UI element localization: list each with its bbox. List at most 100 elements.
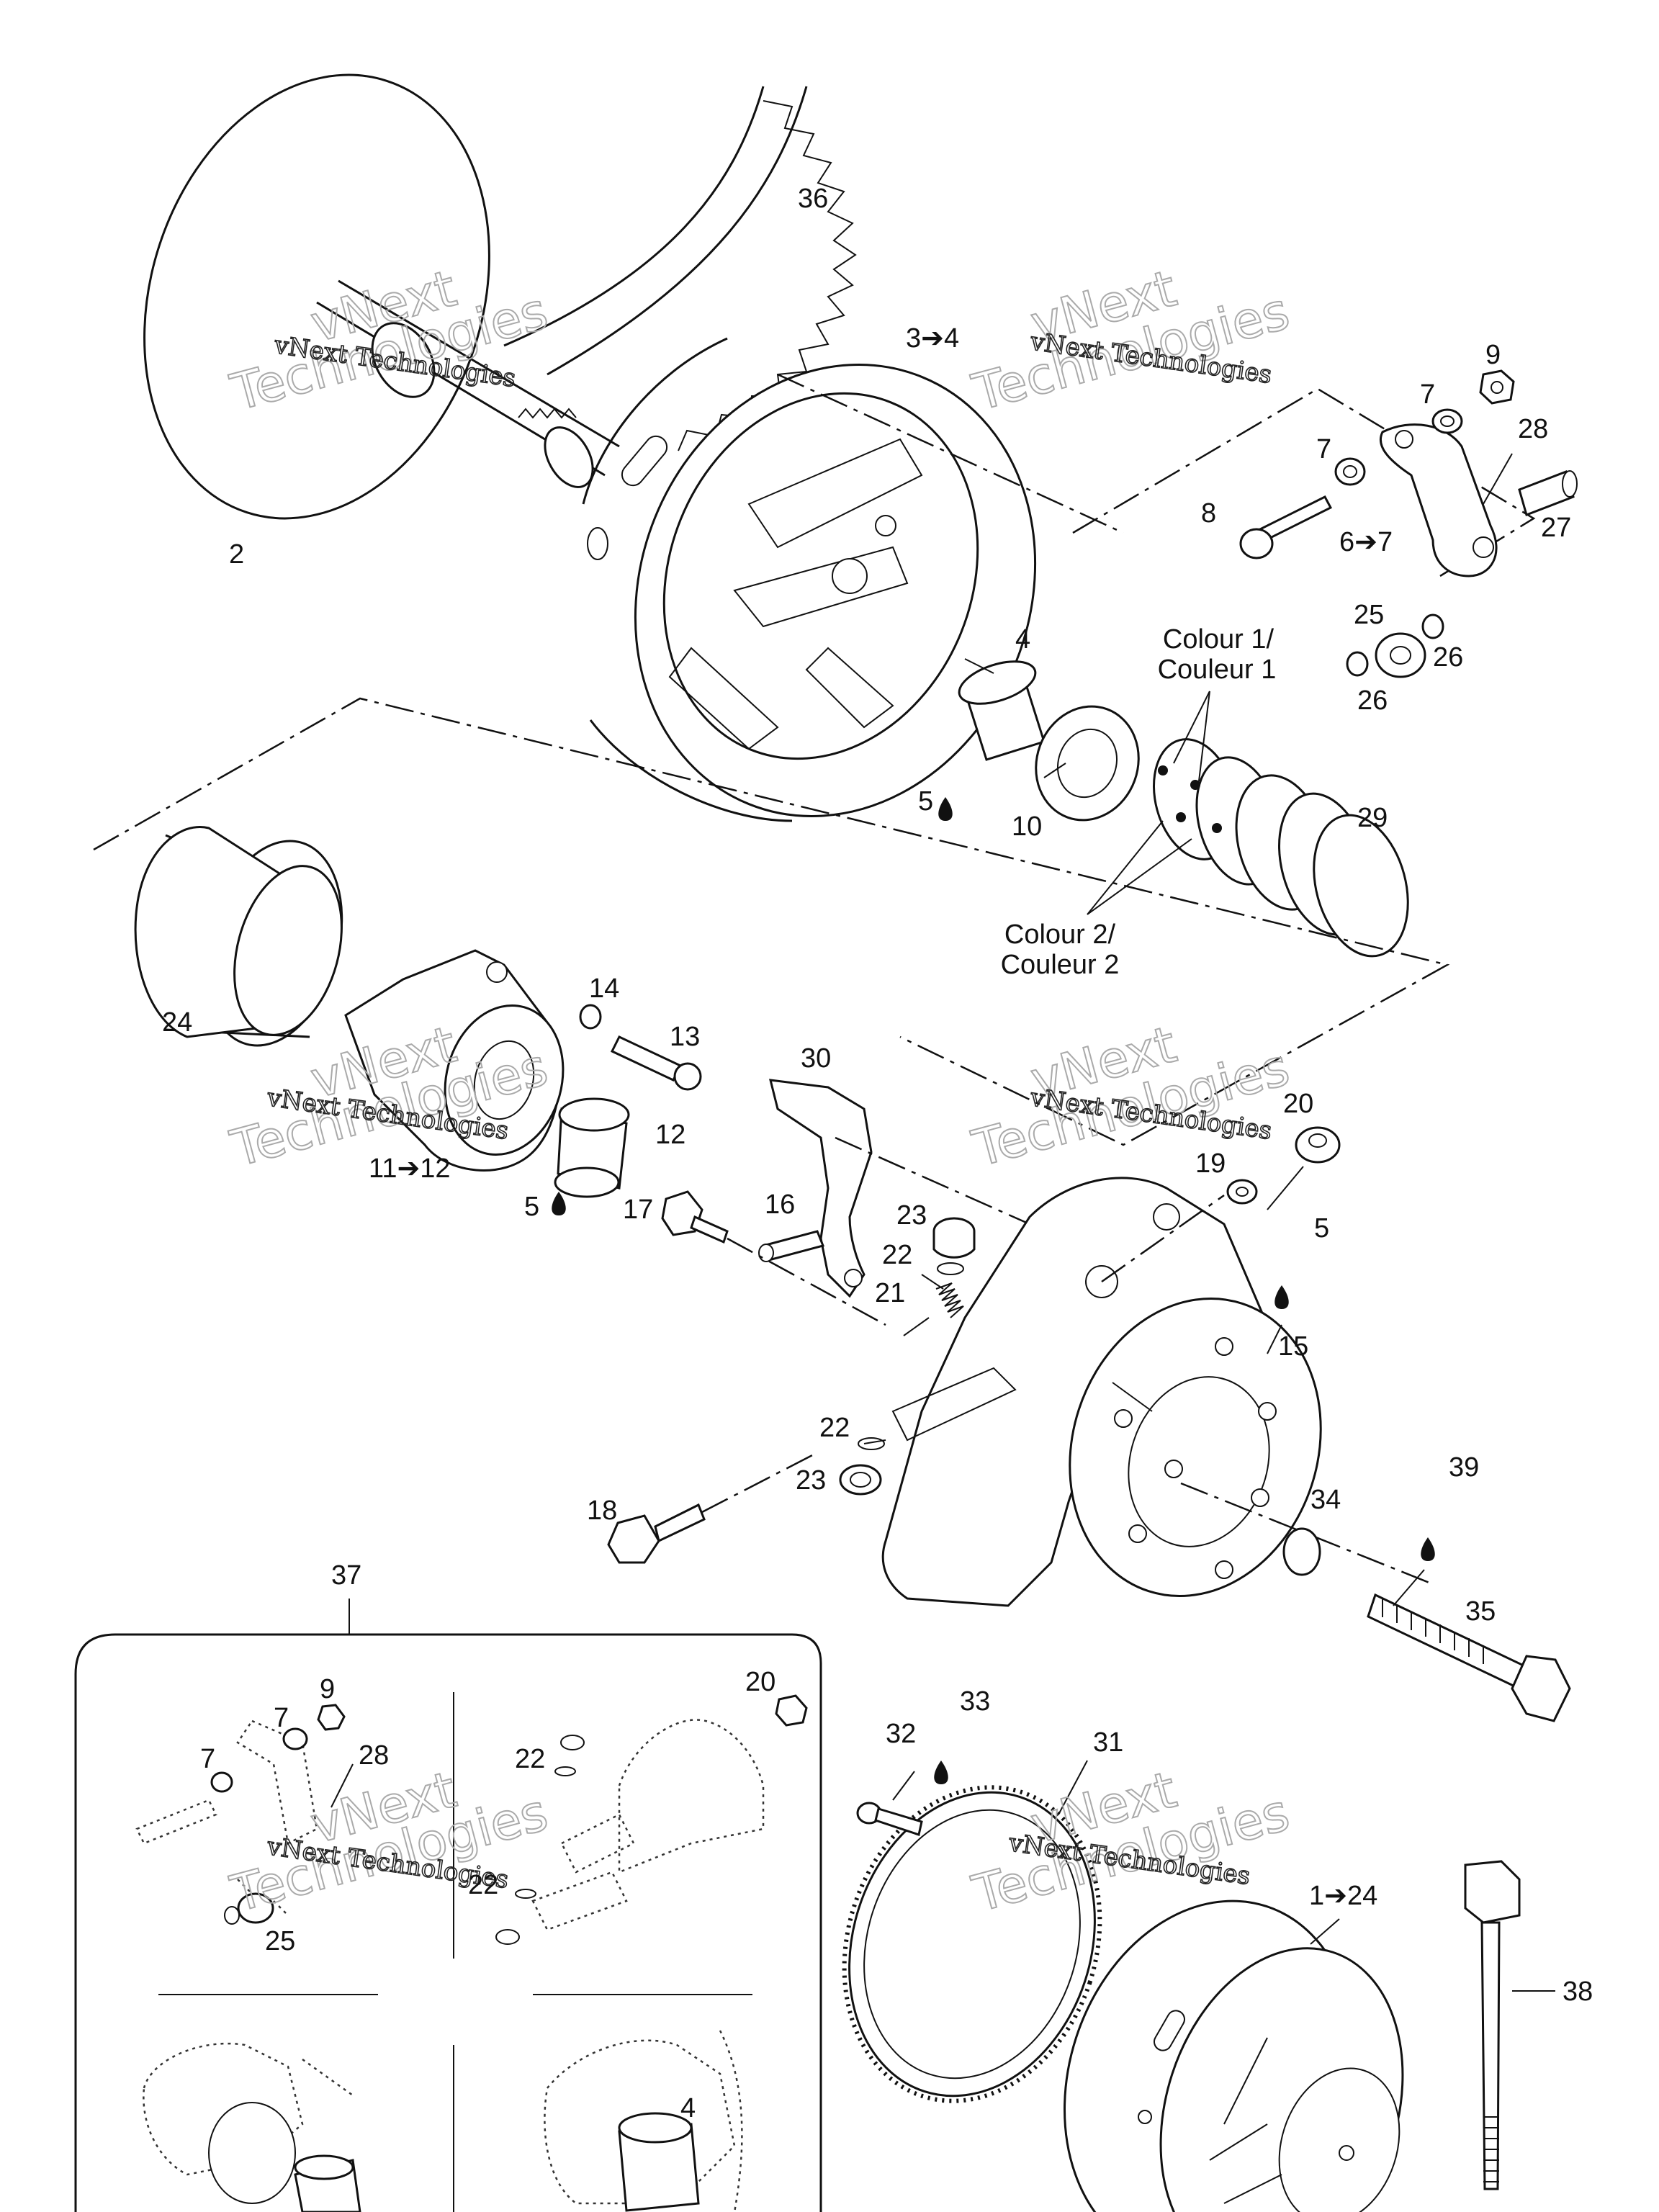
bushing-12 (554, 1097, 630, 1198)
callout-38: 38 (1563, 1977, 1593, 2007)
callout-31: 31 (1093, 1727, 1123, 1758)
inset-callout-22-b: 22 (468, 1870, 498, 1900)
spider-hub (344, 949, 565, 1172)
cover-24 (134, 826, 343, 1047)
bolt-35 (1367, 1593, 1571, 1722)
oil-drop-icon (934, 1761, 948, 1784)
screw-17 (661, 1190, 729, 1244)
colour-1-label-fr: Couleur 1 (1158, 655, 1277, 685)
pin-16 (758, 1230, 825, 1262)
spring-21 (935, 1282, 964, 1318)
callout-24: 24 (162, 1007, 192, 1038)
callout-16: 16 (765, 1190, 795, 1220)
callout-27: 27 (1541, 513, 1571, 543)
colour-2-leader-a (1087, 820, 1164, 915)
callout-37: 37 (331, 1560, 361, 1591)
ring-gear-31 (842, 1785, 1102, 2103)
washer-14 (579, 1004, 602, 1030)
puller-bolt-38 (1464, 1860, 1555, 2190)
callout-23-b: 23 (796, 1465, 826, 1496)
axis-line-gov (1101, 1194, 1225, 1283)
callout-22-b: 22 (819, 1413, 850, 1443)
inset-box-37 (74, 1633, 822, 2212)
o-ring-22-bottom (858, 1437, 885, 1450)
washer-34 (1282, 1527, 1321, 1576)
colour-1-label: Colour 1/ (1163, 624, 1274, 655)
oil-drop-icon (938, 797, 953, 821)
bolt-18 (607, 1503, 706, 1564)
axis-line-top (777, 373, 1124, 534)
callout-5-top: 5 (918, 786, 933, 817)
callout-10: 10 (1012, 811, 1042, 842)
axis-line-bolt18 (701, 1453, 814, 1514)
oil-drop-icon (552, 1192, 566, 1215)
cotter-pin-28 (1483, 453, 1513, 505)
colour-2-label-fr: Couleur 2 (1001, 950, 1120, 980)
inset-callout-25: 25 (265, 1926, 295, 1956)
callout-11-12: 11➔12 (369, 1154, 451, 1184)
oil-drop-icon (1421, 1537, 1435, 1561)
bolt-8 (1239, 495, 1333, 559)
callout-28-top: 28 (1518, 414, 1548, 444)
washer-26-a (1421, 613, 1444, 639)
roller-25 (1375, 632, 1426, 678)
nut-9 (1479, 369, 1515, 405)
inset-callout-7-a: 7 (274, 1703, 289, 1733)
cap-23-bottom (839, 1464, 882, 1496)
washer-19 (1226, 1179, 1258, 1205)
callout-8: 8 (1201, 498, 1216, 529)
leader-lines (863, 658, 1425, 1945)
callout-4-top: 4 (1015, 624, 1030, 655)
pin-27 (1518, 470, 1578, 516)
inset-callout-9: 9 (320, 1674, 335, 1704)
callout-32: 32 (886, 1719, 916, 1749)
cap-23-top (932, 1217, 976, 1259)
washer-7-mid (1334, 457, 1366, 486)
inset-callout-22-a: 22 (515, 1744, 545, 1774)
callout-6-7: 6➔7 (1339, 527, 1393, 557)
washer-10 (1035, 705, 1140, 822)
governor-cup-15 (881, 1177, 1322, 1607)
sliding-sheave (582, 337, 1037, 822)
nut-20-top (1295, 1126, 1341, 1164)
callout-19: 19 (1195, 1148, 1226, 1179)
oil-drop-icon (1274, 1285, 1289, 1309)
callout-15: 15 (1278, 1331, 1308, 1362)
complete-drive-pulley (1063, 1899, 1404, 2212)
washer-26-b (1346, 651, 1369, 677)
callout-1-24: 1➔24 (1309, 1881, 1377, 1911)
callout-36: 36 (798, 184, 828, 214)
assembly-bracket-line-2 (93, 697, 1450, 1146)
axis-line-gov-center (1180, 1482, 1434, 1586)
bushing-4-top (958, 660, 1046, 761)
colour-2-label: Colour 2/ (1004, 920, 1116, 950)
callout-7-top-a: 7 (1420, 379, 1435, 410)
inset-callout-20: 20 (745, 1667, 775, 1697)
callout-30: 30 (801, 1043, 831, 1074)
callout-5-right: 5 (1314, 1213, 1329, 1244)
fixed-sheave-disc (143, 73, 620, 520)
washer-7-top (1431, 408, 1463, 434)
callout-5-mid: 5 (524, 1192, 539, 1222)
callout-14: 14 (589, 974, 619, 1004)
callout-3-4: 3➔4 (906, 323, 959, 354)
axis-line-lever (835, 1136, 1030, 1226)
callout-20-top: 20 (1283, 1089, 1313, 1119)
callout-34: 34 (1310, 1485, 1341, 1515)
inset-callout-7-b: 7 (200, 1744, 215, 1774)
callout-12: 12 (655, 1120, 685, 1150)
callout-26-a: 26 (1433, 642, 1463, 673)
cam-arm (1379, 423, 1498, 577)
callout-33: 33 (960, 1686, 990, 1717)
callout-13: 13 (670, 1022, 700, 1052)
callout-7-top-b: 7 (1316, 434, 1331, 464)
lever-30 (769, 1079, 873, 1298)
callout-labels: 2 36 3➔4 9 7 28 7 8 6➔7 27 25 26 26 4 5 … (162, 184, 1593, 2123)
colour-1-leader-b (1198, 691, 1210, 782)
spring-29 (1152, 738, 1409, 958)
colour-1-leader-a (1173, 691, 1210, 764)
colour-2-leader-b (1087, 838, 1192, 915)
callout-21: 21 (875, 1278, 905, 1308)
callout-26-b: 26 (1357, 685, 1388, 716)
